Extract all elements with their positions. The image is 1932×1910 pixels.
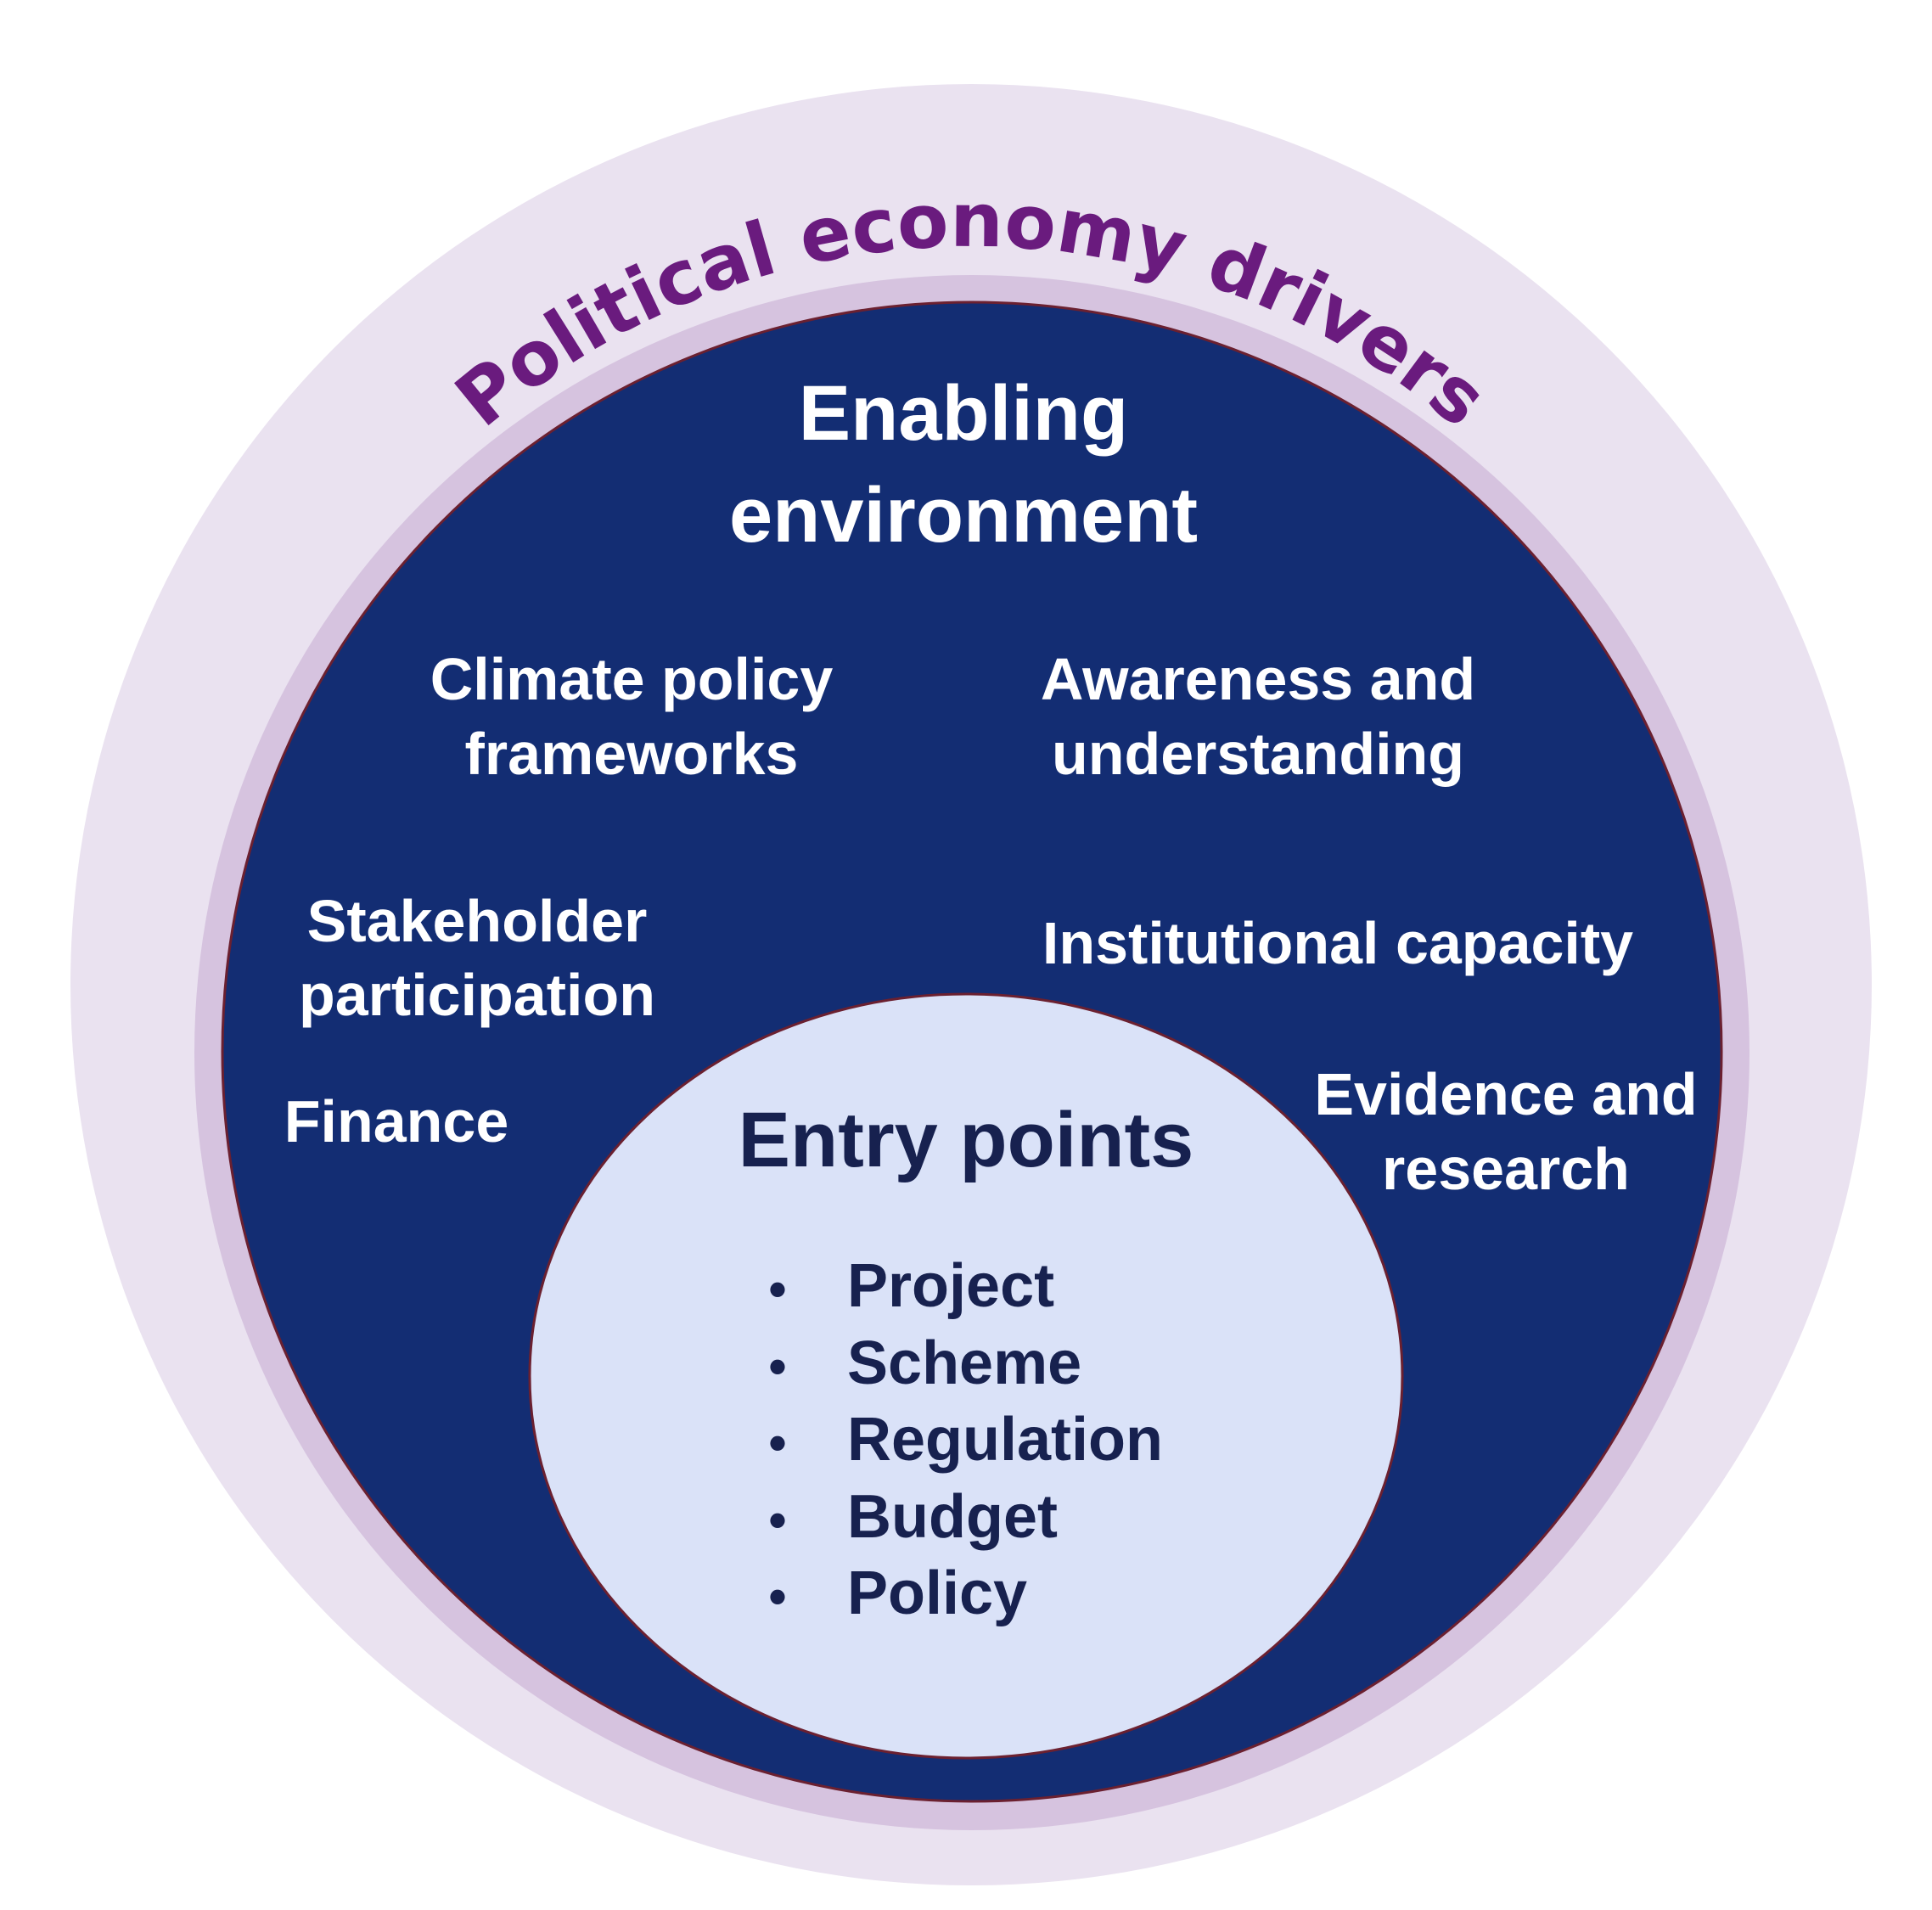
item-stakeholder-2: participation [299,962,655,1028]
entry-item: Budget [847,1483,1058,1551]
entry-points-ellipse [528,992,1404,1760]
bullet-icon: • [768,1414,786,1471]
item-institutional-capacity: Institutional capacity [1042,910,1633,976]
bullet-icon: • [768,1568,786,1625]
item-evidence: Evidence and [1314,1061,1697,1127]
bullet-icon: • [768,1491,786,1548]
bullet-icon: • [768,1261,786,1317]
entry-item: Policy [847,1559,1027,1627]
entry-item: Scheme [847,1329,1081,1397]
item-awareness: Awareness and [1041,646,1475,712]
item-awareness-2: understanding [1052,721,1464,787]
enabling-title-line2: environment [729,472,1198,559]
item-finance: Finance [284,1088,509,1154]
entry-list: • Project • Scheme • Regulation • Budget… [768,1252,1163,1627]
enabling-title-line1: Enabling [799,370,1128,457]
entry-points-title: Entry points [739,1097,1194,1183]
entry-item: Project [847,1252,1054,1320]
item-climate-policy-2: frameworks [465,721,799,787]
bullet-icon: • [768,1338,786,1395]
item-evidence-2: research [1382,1136,1630,1202]
entry-item: Regulation [847,1406,1163,1474]
item-stakeholder: Stakeholder [307,888,648,954]
item-climate-policy: Climate policy [430,646,834,712]
